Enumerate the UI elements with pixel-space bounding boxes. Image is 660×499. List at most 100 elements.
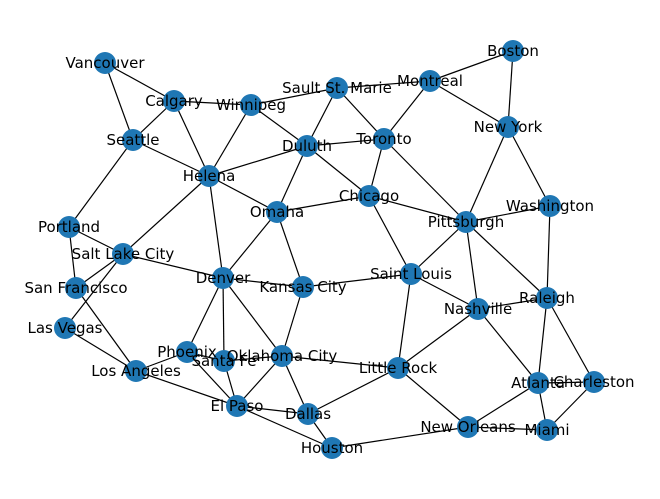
edge-pittsburgh-raleigh <box>465 221 548 299</box>
node-boston <box>502 40 524 62</box>
edge-duluth-chicago <box>306 145 370 197</box>
label-kansas-city: Kansas City <box>259 278 346 296</box>
edge-new-york-washington <box>507 126 551 207</box>
edge-raleigh-atlanta <box>537 297 548 384</box>
label-seattle: Seattle <box>106 131 159 149</box>
edge-calgary-winnipeg <box>173 100 252 106</box>
node-las-vegas <box>54 317 76 339</box>
label-charleston: Charleston <box>553 373 634 391</box>
edge-new-orleans-houston <box>331 426 469 449</box>
edge-washington-raleigh <box>546 205 551 299</box>
node-seattle <box>122 129 144 151</box>
edge-el-paso-dallas <box>236 405 309 415</box>
edge-pittsburgh-washington <box>465 205 551 223</box>
label-boston: Boston <box>487 42 539 60</box>
edge-nashville-little-rock <box>397 308 479 369</box>
edge-denver-kansas-city <box>222 277 304 288</box>
node-oklahoma-city <box>271 345 293 367</box>
node-sault-st-marie <box>326 77 348 99</box>
node-little-rock <box>387 357 409 379</box>
node-raleigh <box>536 287 558 309</box>
node-denver <box>212 267 234 289</box>
node-washington <box>539 195 561 217</box>
edge-helena-denver <box>208 175 224 279</box>
edge-helena-omaha <box>208 175 278 213</box>
edge-layer <box>64 50 595 449</box>
edge-charleston-miami <box>546 381 595 431</box>
edge-vancouver-calgary <box>104 62 175 102</box>
label-salt-lake-city: Salt Lake City <box>72 245 175 263</box>
edge-chicago-pittsburgh <box>368 195 467 223</box>
node-atlanta <box>527 372 549 394</box>
edge-saint-louis-nashville <box>410 273 479 310</box>
edge-little-rock-new-orleans <box>397 367 469 428</box>
label-montreal: Montreal <box>397 72 463 90</box>
node-layer <box>54 40 605 459</box>
node-nashville <box>467 298 489 320</box>
edge-toronto-pittsburgh <box>383 138 467 223</box>
edge-vancouver-seattle <box>104 62 134 141</box>
edge-omaha-kansas-city <box>276 211 304 288</box>
edge-pittsburgh-saint-louis <box>410 221 467 275</box>
label-denver: Denver <box>196 269 251 287</box>
node-toronto <box>373 128 395 150</box>
label-houston: Houston <box>301 439 363 457</box>
node-phoenix <box>176 341 198 363</box>
label-miami: Miami <box>524 421 569 439</box>
label-portland: Portland <box>38 218 100 236</box>
node-duluth <box>296 135 318 157</box>
label-sault-st-marie: Sault St. Marie <box>282 79 392 97</box>
node-dallas <box>297 403 319 425</box>
edge-helena-salt-lake-city <box>122 175 210 255</box>
label-duluth: Duluth <box>282 137 332 155</box>
node-kansas-city <box>292 276 314 298</box>
label-pittsburgh: Pittsburgh <box>428 213 504 231</box>
label-omaha: Omaha <box>250 203 304 221</box>
edge-duluth-omaha <box>276 145 308 213</box>
node-los-angeles <box>125 360 147 382</box>
edge-sault-st-marie-montreal <box>336 80 431 89</box>
label-new-york: New York <box>474 118 543 136</box>
label-chicago: Chicago <box>339 187 399 205</box>
node-new-york <box>497 116 519 138</box>
edge-salt-lake-city-las-vegas <box>64 253 124 329</box>
node-el-paso <box>226 395 248 417</box>
edge-nashville-atlanta <box>477 308 539 384</box>
node-pittsburgh <box>455 211 477 233</box>
label-raleigh: Raleigh <box>519 289 575 307</box>
label-los-angeles: Los Angeles <box>91 362 181 380</box>
edge-denver-phoenix <box>186 277 224 353</box>
label-toronto: Toronto <box>355 130 411 148</box>
label-phoenix: Phoenix <box>157 343 217 361</box>
label-oklahoma-city: Oklahoma City <box>227 347 338 365</box>
edge-oklahoma-city-little-rock <box>281 355 399 369</box>
label-el-paso: El Paso <box>211 397 264 415</box>
edge-los-angeles-el-paso <box>135 370 238 407</box>
edge-duluth-toronto <box>306 138 385 147</box>
edge-winnipeg-sault-st-marie <box>250 87 338 106</box>
node-miami <box>536 419 558 441</box>
node-chicago <box>358 185 380 207</box>
node-houston <box>321 437 343 459</box>
edge-new-york-pittsburgh <box>465 126 509 223</box>
node-calgary <box>163 90 185 112</box>
edge-raleigh-charleston <box>546 297 595 383</box>
edge-montreal-new-york <box>429 80 509 128</box>
edge-winnipeg-duluth <box>250 104 308 147</box>
node-charleston <box>583 371 605 393</box>
edge-san-francisco-los-angeles <box>75 287 137 372</box>
node-montreal <box>419 70 441 92</box>
edge-salt-lake-city-denver <box>122 253 224 279</box>
edge-seattle-portland <box>68 139 134 228</box>
edge-sault-st-marie-toronto <box>336 87 385 140</box>
label-saint-louis: Saint Louis <box>370 265 452 283</box>
edge-seattle-helena <box>132 139 210 177</box>
node-winnipeg <box>240 94 262 116</box>
edge-omaha-chicago <box>276 195 370 213</box>
node-helena <box>198 165 220 187</box>
label-new-orleans: New Orleans <box>420 418 516 436</box>
label-dallas: Dallas <box>285 405 331 423</box>
label-calgary: Calgary <box>145 92 203 110</box>
node-salt-lake-city <box>112 243 134 265</box>
